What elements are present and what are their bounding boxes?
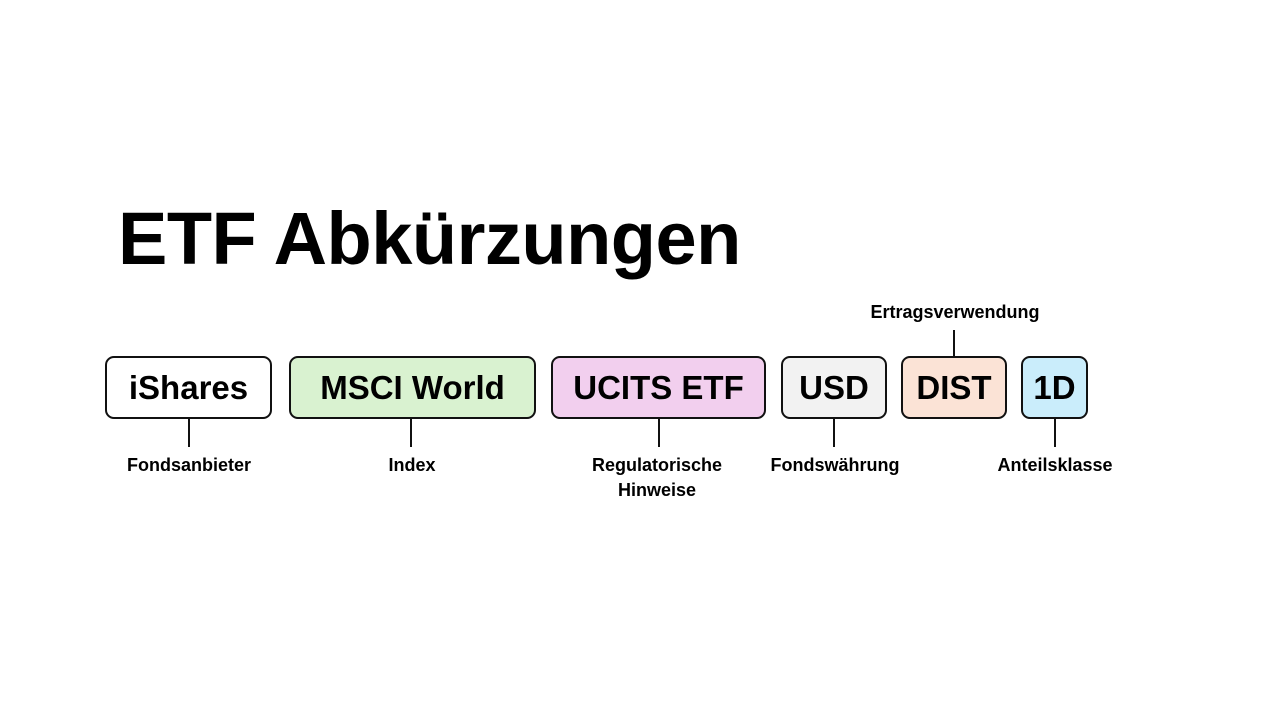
part-box-msci-world: MSCI World — [289, 356, 536, 419]
part-text-dist: DIST — [916, 368, 992, 406]
connector-line-1d — [1054, 419, 1056, 447]
part-text-usd: USD — [799, 368, 869, 406]
part-box-ucits-etf: UCITS ETF — [551, 356, 766, 419]
part-box-usd: USD — [781, 356, 887, 419]
connector-line-msci-world — [410, 419, 412, 447]
part-label-line1: Regulatorische — [591, 455, 723, 475]
part-text-msci-world: MSCI World — [320, 368, 505, 406]
part-box-ishares: iShares — [105, 356, 272, 419]
connector-line-dist — [953, 330, 955, 356]
connector-line-ucits-etf — [658, 419, 660, 447]
slide-title: ETF Abkürzungen — [118, 197, 741, 280]
part-label-anteilsklasse: Anteilsklasse — [997, 455, 1113, 475]
part-box-1d: 1D — [1021, 356, 1088, 419]
part-label-line2: Hinweise — [617, 480, 697, 500]
part-box-dist: DIST — [901, 356, 1007, 419]
part-label-fondswaehrung: Fondswährung — [770, 455, 900, 475]
part-text-ucits-etf: UCITS ETF — [573, 368, 744, 406]
part-label-fondsanbieter: Fondsanbieter — [126, 455, 252, 475]
part-label-ertragsverwendung: Ertragsverwendung — [870, 302, 1040, 322]
part-text-ishares: iShares — [128, 368, 249, 406]
connector-line-usd — [833, 419, 835, 447]
part-label-regulatorische-hinweise: Regulatorische Hinweise — [592, 453, 722, 503]
part-label-index: Index — [388, 455, 436, 475]
part-text-1d: 1D — [1033, 368, 1076, 406]
connector-line-ishares — [188, 419, 190, 447]
